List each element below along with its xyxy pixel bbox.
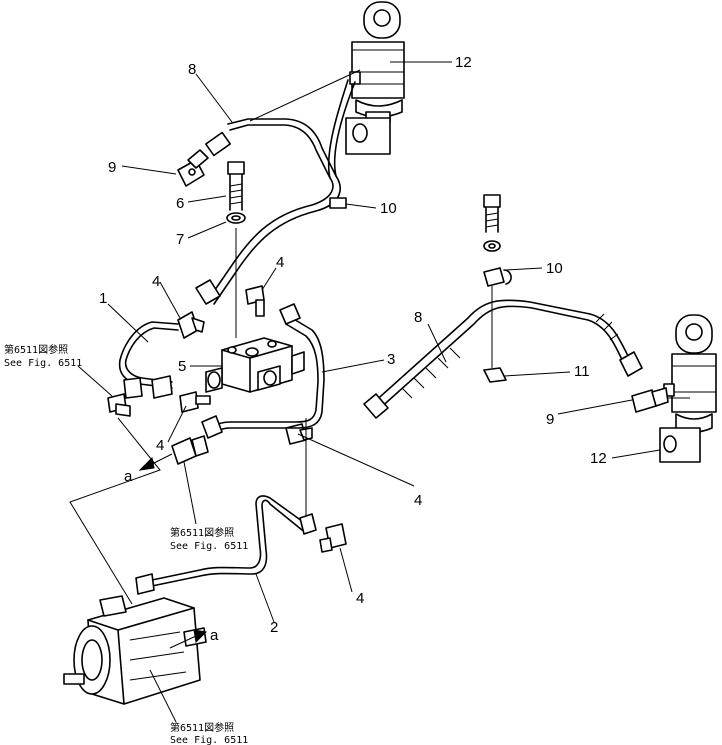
callout-9-upper: 9 — [108, 159, 116, 176]
fittings — [177, 285, 347, 553]
callout-8-right: 8 — [414, 309, 422, 326]
callout-7: 7 — [176, 231, 184, 248]
callout-11: 11 — [574, 363, 590, 380]
valve-block — [205, 337, 305, 393]
reference-3-jp: 第6511図参照 — [170, 721, 234, 734]
reference-notes: 第6511図参照 See Fig. 6511 第6511図参照 See Fig.… — [4, 343, 248, 745]
clamp-right — [483, 267, 512, 383]
tee-fitting-left — [69, 393, 161, 605]
callout-2: 2 — [270, 619, 278, 636]
callout-10-upper: 10 — [380, 200, 397, 217]
callout-10-right: 10 — [546, 260, 563, 277]
callout-5: 5 — [178, 358, 186, 375]
callout-1: 1 — [99, 290, 107, 307]
callout-4-d: 4 — [414, 492, 422, 509]
leader-lines — [77, 61, 661, 723]
callout-8-upper: 8 — [188, 61, 196, 78]
callout-4-e: 4 — [356, 590, 364, 607]
cylinder-upper — [345, 1, 405, 155]
fitting-a-upper — [171, 435, 209, 465]
bolt-left — [226, 161, 246, 338]
reference-2-jp: 第6511図参照 — [170, 526, 234, 539]
callout-12-upper: 12 — [455, 54, 472, 71]
arrow-label-a-upper: a — [124, 468, 133, 485]
pipe-2 — [135, 495, 317, 595]
reference-1-en: See Fig. 6511 — [4, 358, 82, 369]
callout-4-a: 4 — [152, 273, 160, 290]
callout-6: 6 — [176, 195, 184, 212]
callout-4-b: 4 — [276, 254, 284, 271]
callout-4-c: 4 — [156, 437, 164, 454]
elbow-right — [631, 387, 690, 413]
hose-right — [363, 299, 643, 419]
reference-2-en: See Fig. 6511 — [170, 541, 248, 552]
bolt-right — [483, 194, 501, 252]
hose-3 — [201, 303, 325, 530]
pipe-1 — [118, 321, 179, 399]
callout-9-right: 9 — [546, 411, 554, 428]
callout-12-right: 12 — [590, 450, 607, 467]
callout-labels: 12 8 9 6 7 10 4 4 1 5 3 4 4 4 2 10 8 11 … — [99, 54, 607, 636]
arrow-a-lower — [169, 629, 208, 649]
elbow-upper — [177, 149, 209, 187]
reference-3-en: See Fig. 6511 — [170, 735, 248, 745]
arrow-label-a-lower: a — [210, 627, 219, 644]
hose-upper — [195, 69, 361, 305]
callout-3: 3 — [387, 351, 395, 368]
reference-1-jp: 第6511図参照 — [4, 343, 68, 356]
pump — [63, 595, 207, 705]
cylinder-right — [659, 314, 717, 463]
arrow-a-upper — [138, 453, 173, 471]
